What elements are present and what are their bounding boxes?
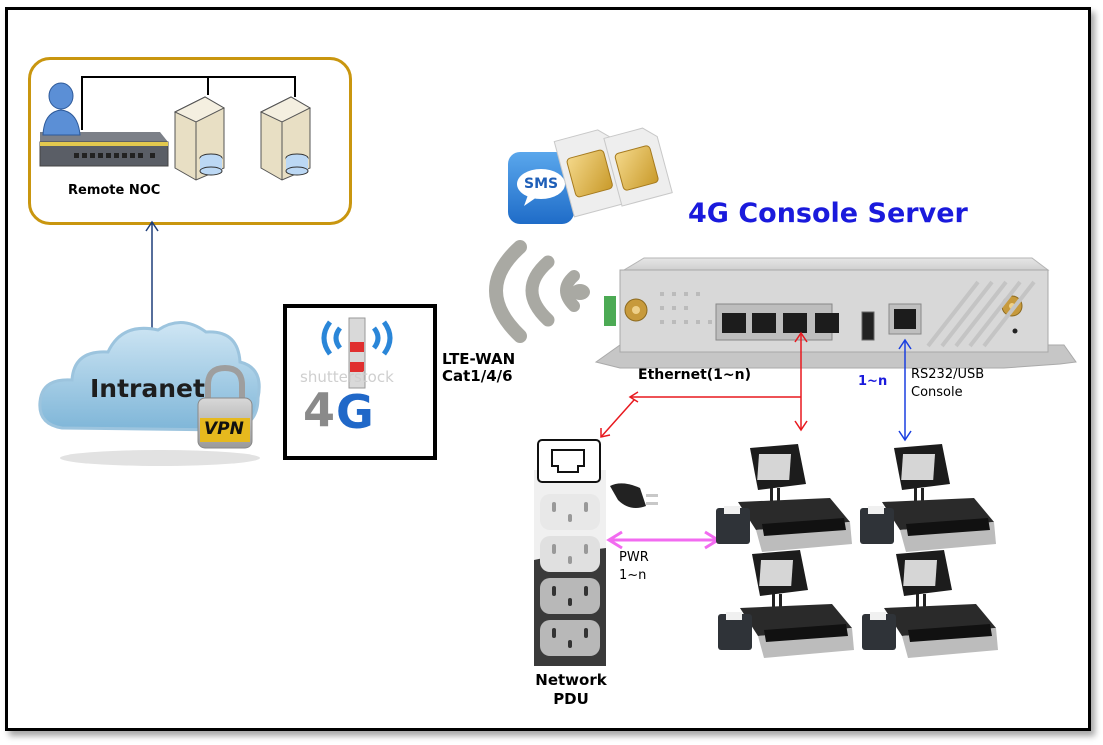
console-port (894, 309, 916, 329)
network-pdu-label: Network PDU (530, 671, 612, 709)
power-label-line: 1~n (619, 568, 647, 583)
lte-wan-label: LTE-WAN Cat1/4/6 (442, 351, 515, 385)
console-type-label: RS232/USB Console (911, 366, 984, 402)
reset-button (1012, 328, 1018, 334)
ethernet-label: Ethernet(1~n) (638, 367, 752, 383)
power-label-line: PWR (619, 550, 649, 565)
ethernet-port (815, 313, 839, 333)
ethernet-port (752, 313, 776, 333)
power-plug-icon (610, 483, 658, 508)
console-type-line: RS232/USB (911, 367, 985, 382)
usb-port (861, 311, 875, 341)
lan-ports (722, 313, 839, 333)
sim-card-icon (603, 127, 673, 207)
user-icon (42, 82, 81, 136)
pos-terminal (862, 550, 998, 658)
pos-terminal (716, 444, 852, 552)
pdu-label-line: Network (535, 671, 607, 689)
power-outlets (540, 494, 600, 656)
intranet-label: Intranet (90, 374, 205, 403)
noc-network-line (81, 76, 296, 130)
console-type-line: Console (911, 385, 963, 400)
remote-noc-label: Remote NOC (68, 183, 161, 198)
lte-4g-image (283, 304, 437, 460)
ethernet-port (722, 313, 746, 333)
diagram-title: 4G Console Server (688, 198, 968, 229)
server-icon (173, 96, 226, 181)
console-count-label: 1~n (858, 374, 888, 389)
pdu-label-line: PDU (553, 690, 589, 708)
lte-wan-line: LTE-WAN (442, 350, 516, 368)
pos-terminal (718, 550, 854, 658)
server-icon (259, 96, 312, 181)
lte-category-line: Cat1/4/6 (442, 367, 513, 385)
svg-text:G: G (336, 385, 374, 439)
vpn-badge: VPN (204, 419, 244, 439)
pos-terminal (860, 444, 996, 552)
terminal-block (604, 296, 616, 326)
svg-text:4: 4 (303, 383, 335, 437)
watermark-text: shutterstock (300, 368, 394, 386)
sms-label: SMS (524, 176, 559, 192)
power-label: PWR 1~n (619, 549, 649, 585)
ethernet-port (783, 313, 807, 333)
